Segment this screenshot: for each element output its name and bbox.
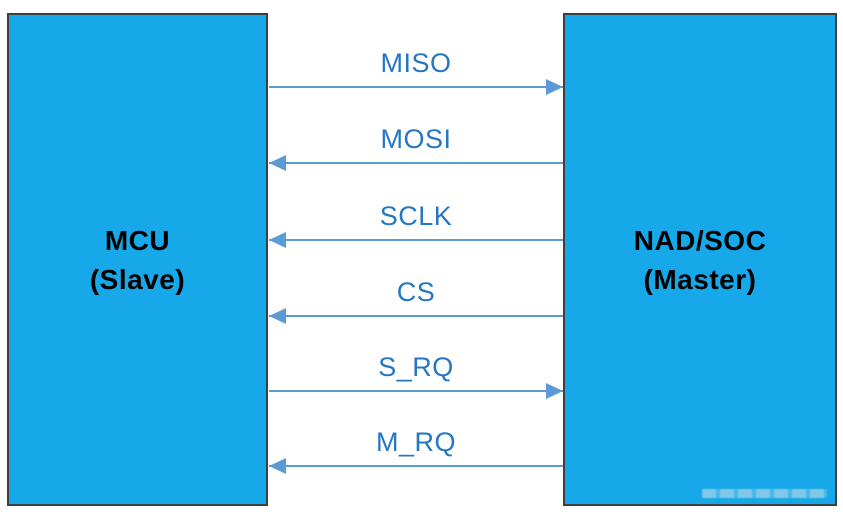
signal-line — [269, 315, 563, 317]
signal-label: M_RQ — [375, 427, 456, 457]
node-nad-soc-master: NAD/SOC (Master) — [563, 13, 837, 506]
arrowhead-left-icon — [269, 232, 286, 248]
signal-line — [269, 86, 563, 88]
node-subtitle: (Master) — [643, 263, 757, 295]
node-title: MCU — [104, 224, 171, 256]
node-title: NAD/SOC — [633, 224, 767, 256]
signals-layer: MISO MOSI SCLK CS S_RQ M_RQ — [269, 0, 563, 514]
signal-line — [269, 465, 563, 467]
signal-label: S_RQ — [378, 352, 454, 382]
arrowhead-left-icon — [269, 308, 286, 324]
signal-line — [269, 390, 563, 392]
node-subtitle: (Slave) — [89, 263, 186, 295]
arrowhead-left-icon — [269, 458, 286, 474]
signal-label: SCLK — [379, 201, 453, 231]
signal-label: CS — [396, 277, 436, 307]
signal-label: MOSI — [380, 124, 452, 154]
arrowhead-right-icon — [546, 383, 563, 399]
signal-line — [269, 239, 563, 241]
watermark — [702, 489, 827, 498]
arrowhead-left-icon — [269, 155, 286, 171]
node-mcu-slave: MCU (Slave) — [7, 13, 268, 506]
signal-label: MISO — [380, 48, 452, 78]
signal-line — [269, 162, 563, 164]
arrowhead-right-icon — [546, 79, 563, 95]
